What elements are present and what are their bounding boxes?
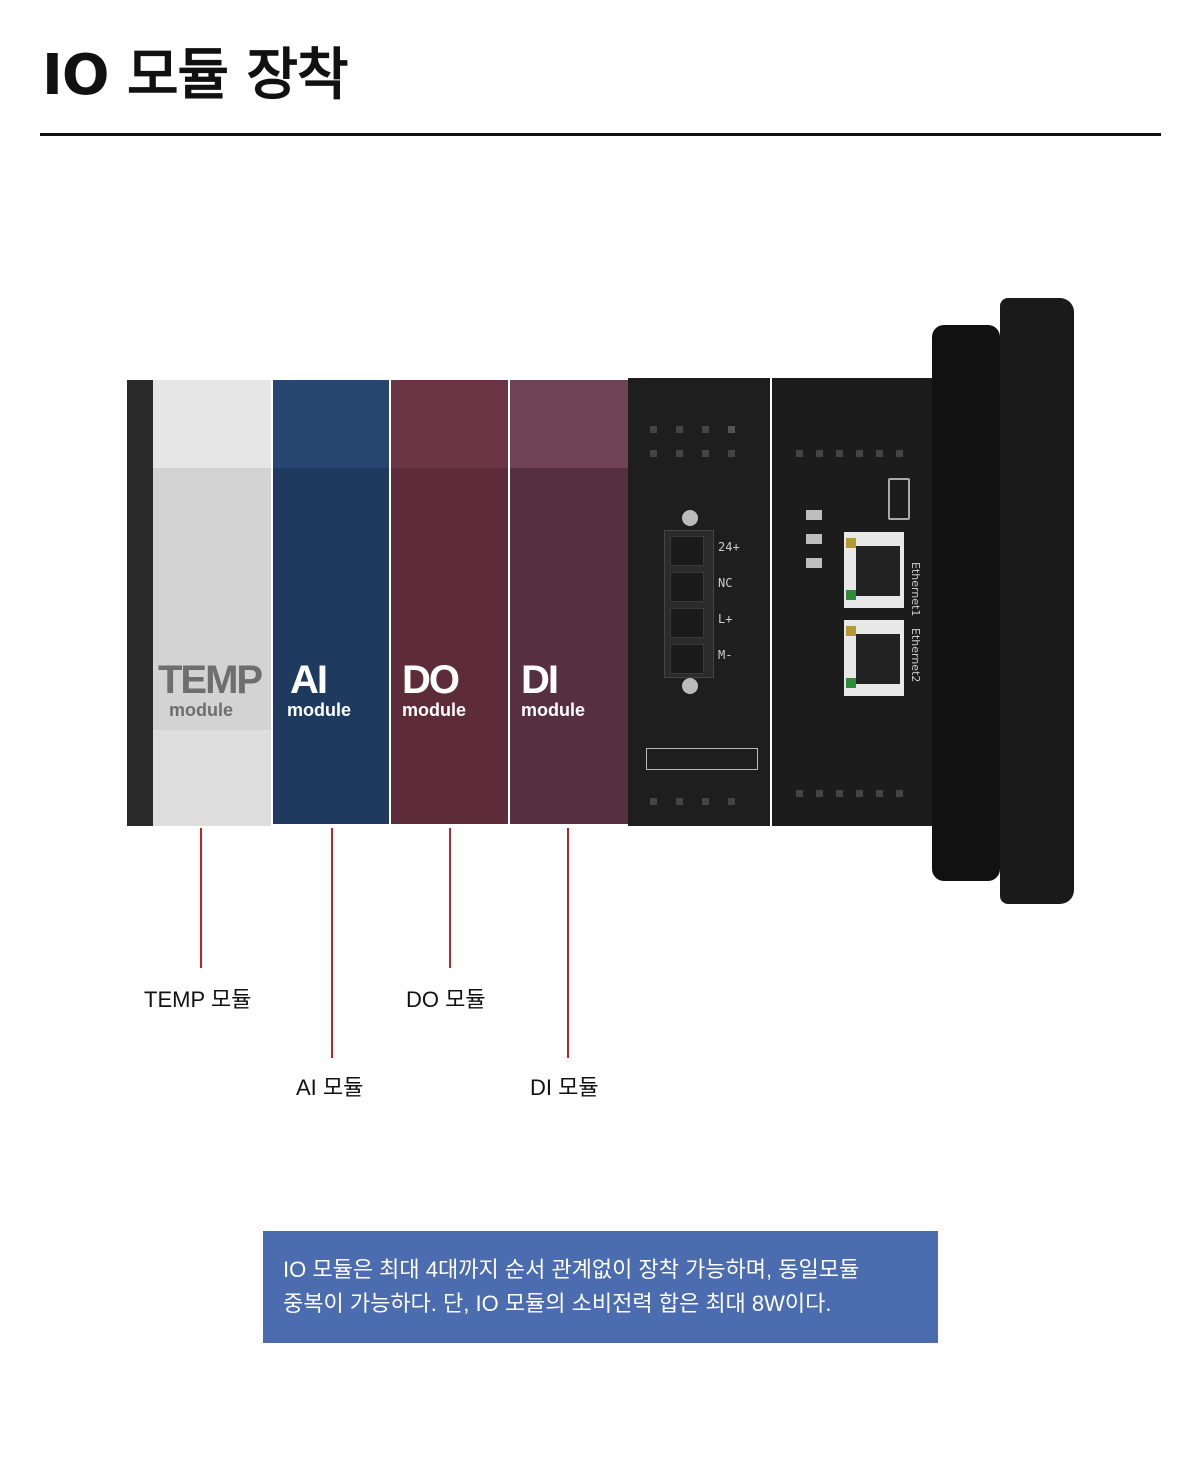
- callout-do: DO 모듈: [406, 987, 486, 1012]
- di-module-sub: module: [521, 700, 586, 720]
- page-title: IO 모듈 장착: [42, 43, 349, 108]
- terminal-label: 24+: [718, 540, 740, 554]
- status-led: [806, 510, 822, 520]
- di-module: DI module: [510, 380, 628, 824]
- notice-line-1: IO 모듈은 최대 4대까지 순서 관계없이 장착 가능하며, 동일모듈: [283, 1257, 860, 1282]
- callout-line-di: [567, 828, 569, 1058]
- notice-line-2: 중복이 가능하다. 단, IO 모듈의 소비전력 합은 최대 8W이다.: [283, 1291, 832, 1316]
- screw-icon: [682, 678, 698, 694]
- callout-line-temp: [200, 828, 202, 968]
- do-module: DO module: [391, 380, 508, 824]
- notice-box: IO 모듈은 최대 4대까지 순서 관계없이 장착 가능하며, 동일모듈 중복이…: [263, 1231, 938, 1343]
- temp-module-sub: module: [169, 700, 234, 720]
- terminal-label: M-: [718, 648, 733, 662]
- callout-di: DI 모듈: [530, 1075, 599, 1100]
- panel-bracket: [932, 325, 1000, 881]
- temp-module-name: TEMP: [158, 658, 263, 702]
- screw-icon: [682, 510, 698, 526]
- callout-temp: TEMP 모듈: [144, 987, 252, 1012]
- callout-line-ai: [331, 828, 333, 1058]
- ai-module: AI module: [273, 380, 389, 824]
- end-cap: [127, 380, 153, 826]
- terminal-label: L+: [718, 612, 733, 626]
- ethernet-port-1: [844, 532, 904, 608]
- ai-module-sub: module: [287, 700, 352, 720]
- ethernet-2-label: Ethernet2: [909, 628, 922, 683]
- ethernet-1-label: Ethernet1: [909, 562, 922, 617]
- cpu-module: Ethernet1 Ethernet2: [772, 378, 932, 826]
- spec-label-plate: [646, 748, 758, 770]
- status-led: [806, 558, 822, 568]
- status-led: [806, 534, 822, 544]
- do-module-sub: module: [402, 700, 467, 720]
- power-module: 24+ NC L+ M-: [628, 378, 770, 826]
- ai-module-name: AI: [290, 658, 328, 702]
- title-divider: [40, 133, 1161, 136]
- di-module-name: DI: [521, 658, 559, 702]
- usb-port-icon: [888, 478, 910, 520]
- terminal-label: NC: [718, 576, 733, 590]
- panel-bezel: [1000, 298, 1074, 904]
- do-module-name: DO: [402, 658, 460, 702]
- callout-line-do: [449, 828, 451, 968]
- temp-module: TEMP module: [153, 380, 271, 826]
- ethernet-port-2: [844, 620, 904, 696]
- callout-ai: AI 모듈: [296, 1075, 364, 1100]
